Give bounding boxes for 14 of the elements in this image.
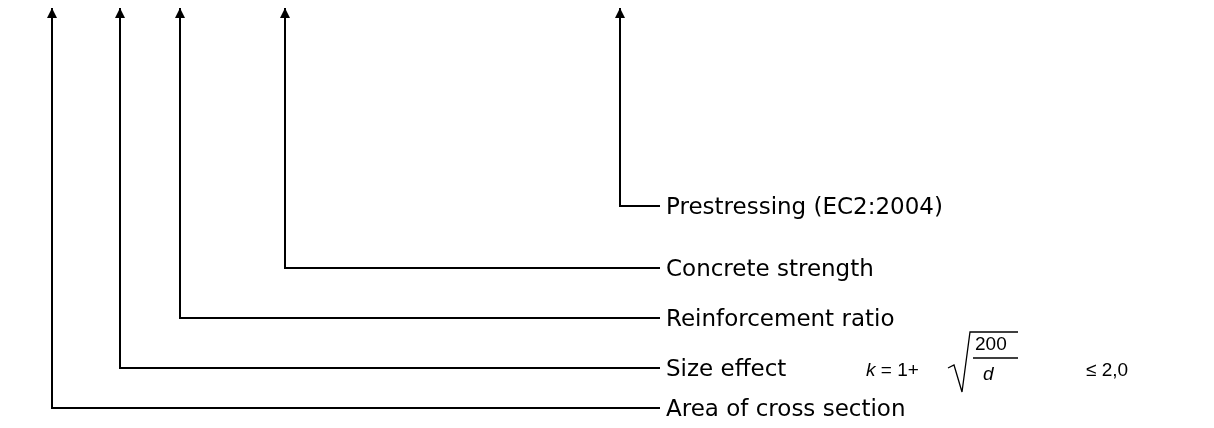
formula-text: 200: [975, 334, 1007, 354]
leader-arrow: [175, 7, 661, 319]
annotation-text: Prestressing (EC2:2004): [664, 191, 943, 221]
leader-arrow: [280, 7, 661, 269]
leader-arrow: [615, 7, 661, 207]
leader-arrow: [47, 7, 661, 409]
formula-text: k = 1+: [866, 360, 919, 380]
annotation-text: Size effect: [664, 353, 787, 383]
annotation-text: Reinforcement ratio: [664, 303, 895, 333]
formula-text: ≤ 2,0: [1086, 360, 1129, 380]
leader-arrow: [115, 7, 661, 369]
annotation-text: Concrete strength: [664, 253, 874, 283]
formula-text: d: [983, 364, 994, 384]
annotation-text: Area of cross section: [664, 393, 906, 423]
